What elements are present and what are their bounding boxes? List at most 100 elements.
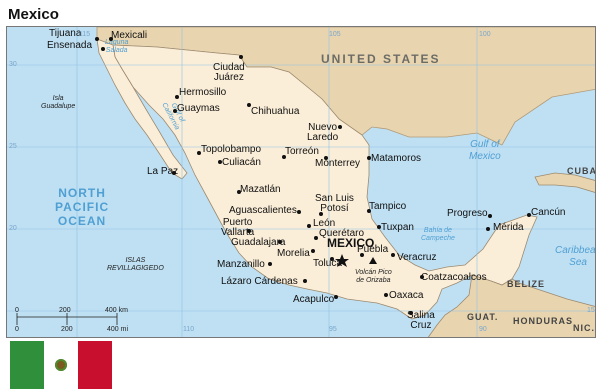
flag-green-stripe bbox=[10, 341, 44, 389]
label-topolobampo: Topolobampo bbox=[201, 144, 262, 155]
flag-red-stripe bbox=[78, 341, 112, 389]
grid-label-lon-100: 100 bbox=[479, 31, 491, 38]
scale-mi-200: 200 bbox=[61, 326, 73, 333]
city-dot-mazatlan bbox=[237, 190, 241, 194]
label-toluca: Toluca bbox=[313, 258, 342, 269]
label-salina-cruz-l2: Cruz bbox=[410, 320, 432, 331]
cuba-land bbox=[534, 172, 595, 193]
label-guadalupe-l1: Isla bbox=[52, 95, 64, 102]
grid-label-lon-95: 95 bbox=[329, 326, 337, 333]
city-dot-topolobampo bbox=[197, 151, 201, 155]
label-ciudad-juarez: Ciudad Juárez bbox=[213, 63, 245, 83]
city-dot-leon bbox=[307, 224, 311, 228]
eagle-emblem-icon bbox=[55, 359, 67, 371]
label-gulf-of-mexico-l2: Mexico bbox=[469, 150, 501, 162]
city-dot-morelia bbox=[311, 249, 315, 253]
label-leon: León bbox=[313, 218, 336, 229]
city-dot-tuxpan bbox=[377, 225, 381, 229]
label-belize: BELIZE bbox=[507, 279, 546, 289]
city-dot-cancun bbox=[527, 213, 531, 217]
label-puerto-vallarta-l2: Vallarta bbox=[221, 227, 255, 238]
city-dot-toluca bbox=[330, 257, 334, 261]
label-cuba: CUBA bbox=[567, 166, 596, 176]
city-dot-queretaro bbox=[314, 236, 318, 240]
label-queretaro: Querétaro bbox=[319, 228, 365, 239]
label-revillagigedo-l2: REVILLAGIGEDO bbox=[107, 264, 164, 272]
label-nuevo-laredo: Nuevo Laredo bbox=[307, 123, 338, 143]
grid-label-lat-25: 25 bbox=[9, 143, 17, 150]
label-morelia: Morelia bbox=[277, 248, 310, 259]
label-coatzacoalcos: Coatzacoalcos bbox=[421, 272, 487, 283]
city-dot-veracruz bbox=[391, 253, 395, 257]
flag-white-stripe bbox=[44, 341, 78, 389]
city-dot-monterrey bbox=[324, 156, 328, 160]
city-dot-salina-cruz bbox=[409, 311, 413, 315]
label-manzanillo: Manzanillo bbox=[217, 259, 265, 270]
map: UNITED STATES GUAT. BELIZE HONDURAS NIC.… bbox=[6, 26, 596, 338]
label-north-pacific-l3: OCEAN bbox=[57, 214, 107, 228]
scale-bar bbox=[16, 313, 118, 325]
label-nuevo-laredo-l2: Laredo bbox=[307, 132, 339, 143]
grid-label-lat-20: 20 bbox=[9, 225, 17, 232]
label-revillagigedo-l1: ISLAS bbox=[125, 257, 146, 264]
label-tampico: Tampico bbox=[369, 201, 407, 212]
label-caribbean-sea: Caribbean Sea bbox=[555, 245, 595, 268]
city-dot-aguascalientes bbox=[297, 210, 301, 214]
label-laguna-salada: Laguna Salada bbox=[105, 39, 128, 54]
label-mexico-city: MEXICO bbox=[327, 236, 375, 250]
city-dot-oaxaca bbox=[384, 293, 388, 297]
label-islas-revillagigedo: ISLAS REVILLAGIGEDO bbox=[107, 257, 164, 272]
label-salina-cruz-l1: Salina bbox=[407, 310, 435, 321]
label-la-paz: La Paz bbox=[147, 166, 179, 177]
grid-label-lon-105: 105 bbox=[329, 31, 341, 38]
label-guaymas: Guaymas bbox=[177, 103, 220, 114]
label-torreon: Torreón bbox=[285, 146, 319, 157]
label-matamoros: Matamoros bbox=[371, 153, 422, 164]
grid-label-lat-30: 30 bbox=[9, 61, 17, 68]
city-dot-ciudad-juarez bbox=[239, 55, 243, 59]
city-dot-tijuana bbox=[95, 37, 99, 41]
city-dot-mexicali bbox=[109, 37, 113, 41]
graticule bbox=[7, 27, 595, 337]
label-aguascalientes: Aguascalientes bbox=[229, 205, 297, 216]
label-north-pacific-ocean: NORTH PACIFIC OCEAN bbox=[55, 187, 109, 227]
volcano-icon bbox=[369, 257, 377, 264]
label-ciudad-juarez-l1: Ciudad bbox=[213, 62, 245, 73]
label-volcan-pico-de-orizaba: Volcán Pico de Orizaba bbox=[355, 269, 392, 284]
label-lazaro-cardenas: Lázaro Cárdenas bbox=[221, 276, 298, 287]
city-dot-san-luis-potosi bbox=[319, 212, 323, 216]
label-bahia-campeche-l2: Campeche bbox=[421, 234, 455, 242]
label-chihuahua: Chihuahua bbox=[251, 106, 300, 117]
label-ensenada: Ensenada bbox=[47, 40, 93, 51]
label-cancun: Cancún bbox=[531, 207, 566, 218]
city-dot-guaymas bbox=[173, 109, 177, 113]
scale-mi-0: 0 bbox=[15, 326, 19, 333]
scale-mi-400: 400 mi bbox=[107, 326, 129, 333]
city-dot-lazaro-cardenas bbox=[303, 279, 307, 283]
label-caribbean-l2: Sea bbox=[569, 256, 587, 268]
label-ciudad-juarez-l2: Juárez bbox=[213, 72, 244, 83]
label-puebla: Puebla bbox=[357, 244, 389, 255]
scale-km-200: 200 bbox=[59, 307, 71, 314]
city-dot-chihuahua bbox=[247, 103, 251, 107]
city-dot-guadalajara bbox=[278, 240, 282, 244]
grid-label-lat-15: 15 bbox=[587, 307, 595, 314]
label-merida: Mérida bbox=[493, 222, 524, 233]
label-volcan-l1: Volcán Pico bbox=[355, 269, 392, 276]
city-dot-acapulco bbox=[334, 295, 338, 299]
capital-star-icon bbox=[335, 254, 349, 267]
label-tijuana: Tijuana bbox=[49, 28, 82, 39]
label-tuxpan: Tuxpan bbox=[381, 222, 414, 233]
city-dot-puebla bbox=[360, 253, 364, 257]
label-mexicali: Mexicali bbox=[111, 30, 148, 41]
city-dot-merida bbox=[486, 227, 490, 231]
label-laguna-salada-l1: Laguna bbox=[105, 39, 129, 46]
label-guadalupe-l2: Guadalupe bbox=[41, 102, 76, 110]
city-dot-ensenada bbox=[101, 47, 105, 51]
label-isla-guadalupe: Isla Guadalupe bbox=[41, 95, 75, 110]
city-dot-coatzacoalcos bbox=[420, 275, 424, 279]
scale-km-0: 0 bbox=[15, 307, 19, 314]
map-canvas bbox=[7, 27, 595, 337]
city-dot-torreon bbox=[282, 155, 286, 159]
label-bahia-campeche-l1: Bahía de bbox=[423, 227, 452, 234]
